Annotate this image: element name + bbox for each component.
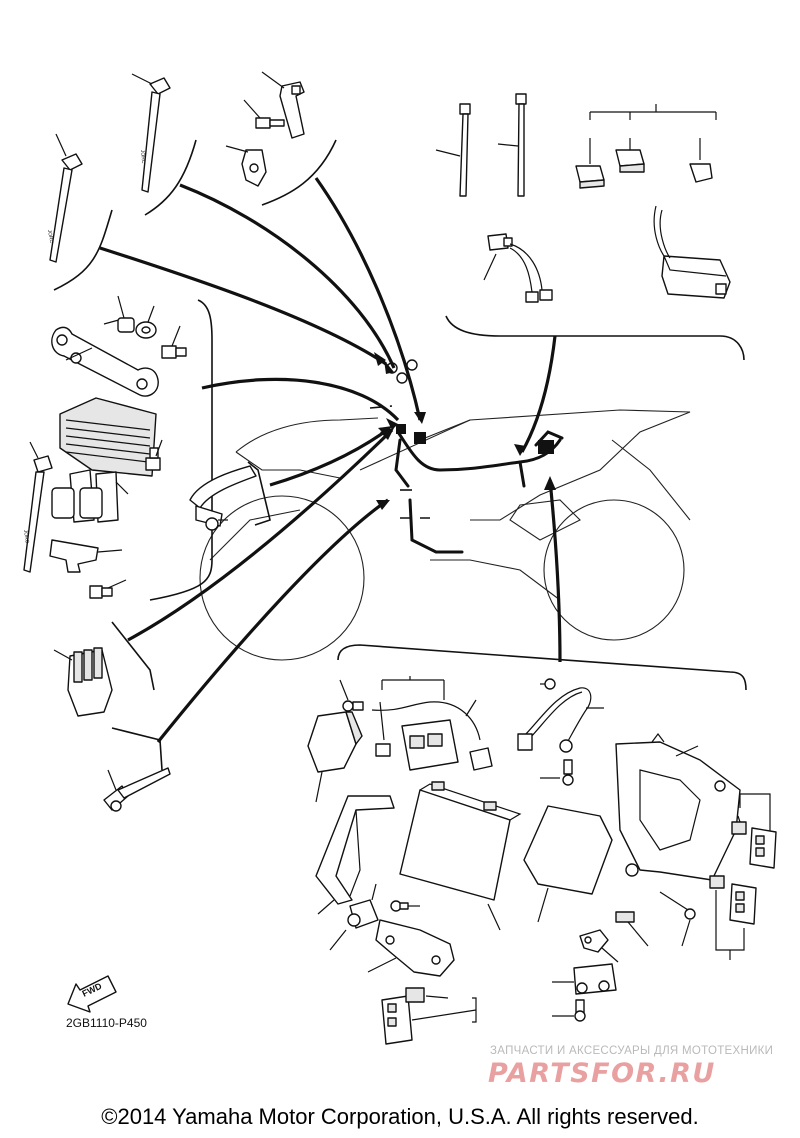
- rectifier-regulator-1: [51, 397, 157, 523]
- bolt-33: [544, 678, 556, 690]
- fuse-35: [375, 743, 391, 757]
- cable-tie-22: JORC: [46, 153, 83, 263]
- ecu-unit: [653, 205, 731, 299]
- battery-lead-31: [517, 687, 592, 753]
- bolt-27: [659, 891, 696, 920]
- fwd-arrow-icon: FWD: [67, 975, 117, 1013]
- block-40: [573, 963, 617, 995]
- svg-text:JORC: JORC: [46, 229, 54, 244]
- bracket-2: [51, 326, 159, 397]
- watermark-tagline: ЗАПЧАСТИ И АКСЕССУАРЫ ДЛЯ МОТОТЕХНИКИ: [490, 1045, 774, 1057]
- bolt-6: [145, 447, 161, 471]
- battery-cover-29: [315, 795, 395, 905]
- starter-relay-34: [371, 701, 493, 771]
- copyright-notice: ©2014 Yamaha Motor Corporation, U.S.A. A…: [101, 1104, 699, 1129]
- connector-39a: [731, 821, 747, 835]
- bolt-37: [342, 700, 364, 712]
- clamp-17: [241, 149, 267, 187]
- sub-harness-11: [487, 233, 553, 303]
- bracket-15: [279, 81, 305, 139]
- cable-tie-24: [515, 93, 527, 197]
- battery-bracket-26: [615, 733, 741, 881]
- connector-39b: [709, 875, 725, 889]
- bolt-14: [89, 585, 113, 599]
- cable-tie-23: [459, 103, 471, 197]
- connector-43: [615, 911, 635, 923]
- bolt-45: [390, 900, 409, 912]
- group-frames: [53, 139, 747, 771]
- fuse-47: [405, 987, 425, 1003]
- bolt-16: [255, 117, 285, 129]
- battery-pad-28: [523, 805, 613, 895]
- watermark-brand: PARTSFOR.RU: [488, 1058, 716, 1089]
- group-leaders: [99, 177, 562, 744]
- connector-9: [615, 149, 645, 173]
- grommet-4: [135, 321, 157, 339]
- band-18: [189, 465, 257, 531]
- svg-text:JORC: JORC: [139, 150, 146, 164]
- connector-38a: [749, 827, 777, 869]
- cable-tie-21: JORC: [139, 77, 171, 193]
- sensor-48: [347, 883, 379, 929]
- bolt-32: [562, 759, 574, 786]
- cable-tie-19: [103, 767, 171, 812]
- cable-tie-20: JORC: [22, 455, 53, 573]
- svg-text:JORC: JORC: [22, 529, 30, 544]
- figure-code: 2GB1110-P450: [66, 1016, 147, 1030]
- bolt-42: [574, 999, 586, 1022]
- motorcycle-outline: [199, 409, 691, 661]
- bracket-41: [579, 929, 609, 953]
- collar-5: [117, 317, 135, 333]
- connector-8: [575, 165, 605, 189]
- bracket-13: [49, 539, 99, 573]
- bolt-3: [161, 345, 187, 359]
- bracket-44: [375, 919, 455, 977]
- battery-25: [399, 781, 522, 901]
- relay-36: [307, 711, 363, 773]
- connector-38b: [729, 883, 757, 925]
- connector-12: [67, 647, 113, 717]
- connector-10: [689, 163, 713, 183]
- relay-46: [381, 995, 413, 1045]
